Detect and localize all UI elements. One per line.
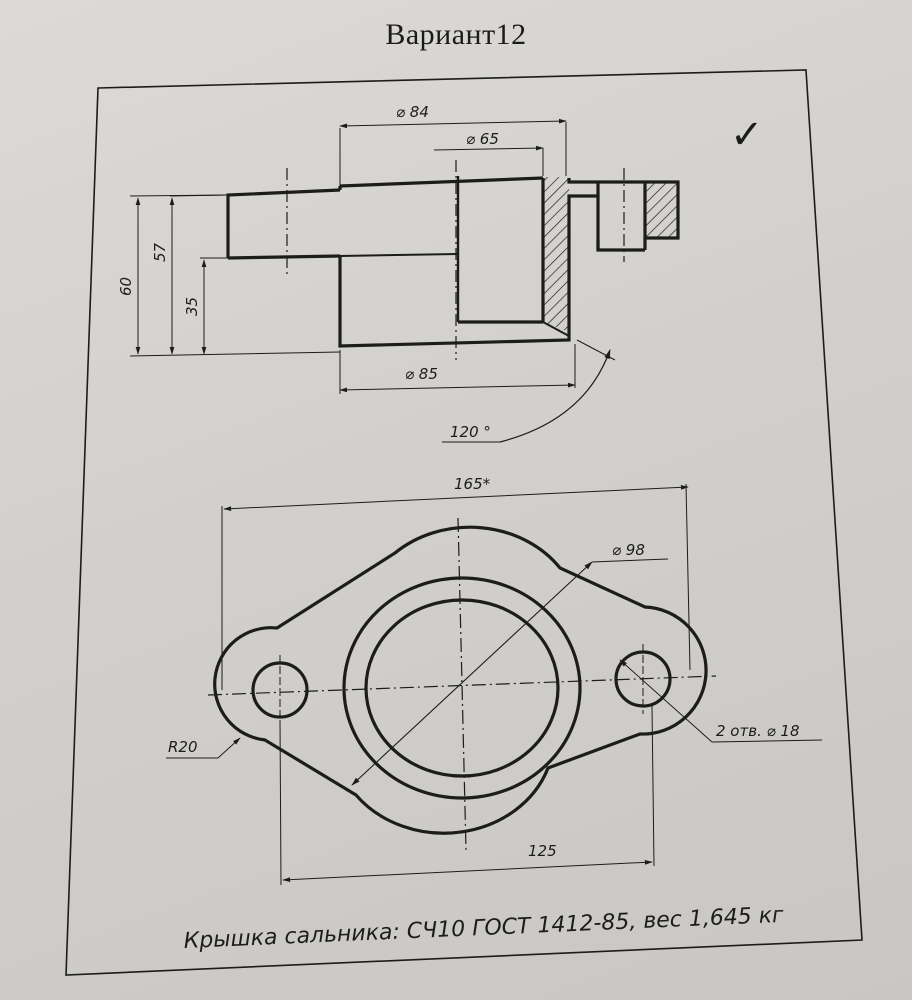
dim-holes: 2 отв. ⌀ 18 — [716, 722, 800, 740]
part-caption: Крышка сальника: СЧ10 ГОСТ 1412-85, вес … — [183, 903, 784, 954]
flange-hatch — [645, 182, 678, 238]
dim-angle-120: 120 ° — [450, 423, 491, 441]
right-flange-outline — [567, 178, 680, 240]
dim-diameter-84: ⌀ 84 — [396, 103, 429, 121]
section-hatch — [543, 177, 569, 332]
front-view — [129, 118, 680, 443]
flange-outline — [213, 525, 708, 835]
top-view — [166, 483, 823, 886]
dim-length-125: 125 — [528, 842, 557, 860]
check-mark-icon: ✓ — [730, 112, 764, 158]
drawing-frame — [65, 69, 863, 976]
dim-height-60: 60 — [117, 277, 135, 296]
dim-height-35: 35 — [183, 297, 201, 316]
dim-height-57: 57 — [151, 242, 169, 262]
left-flange-outline — [226, 188, 341, 258]
angle-arc — [499, 349, 611, 443]
dim-diameter-65: ⌀ 65 — [466, 130, 499, 148]
dim-length-165: 165* — [454, 475, 491, 493]
dim-diameter-98: ⌀ 98 — [612, 541, 645, 559]
variant-title: Вариант12 — [385, 18, 527, 51]
dim-radius-20: R20 — [168, 738, 198, 756]
dim-diameter-85: ⌀ 85 — [405, 365, 438, 383]
